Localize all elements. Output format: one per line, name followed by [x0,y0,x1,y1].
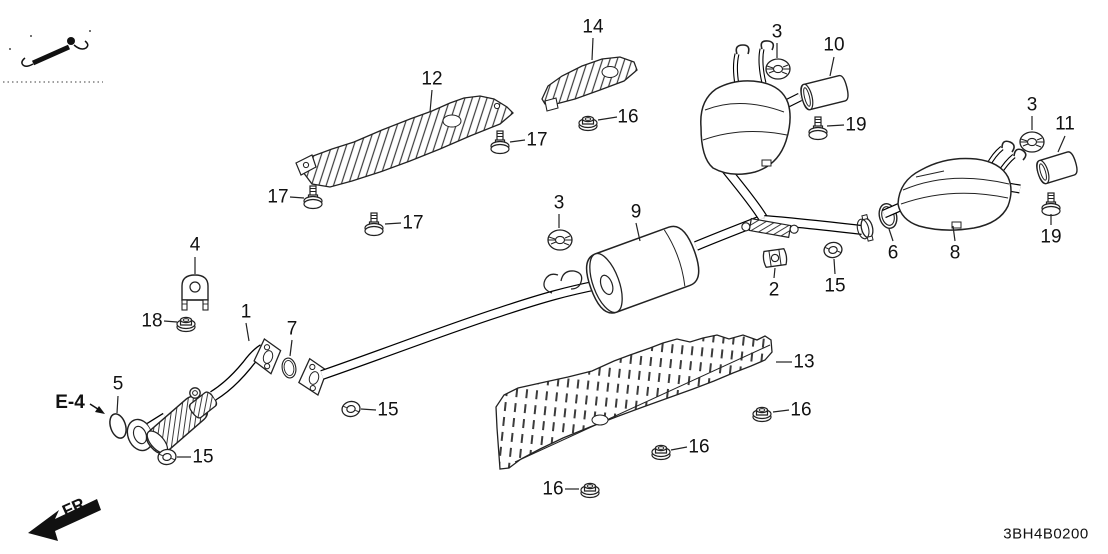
heat-shield-floor-upper [295,95,514,188]
self-lock-nut-15-mid [340,399,362,419]
callout-17[interactable]: 17 [526,129,548,151]
callout-16[interactable]: 16 [790,399,812,421]
rubber-mount-2 [761,247,789,269]
center-exhaust-pipe-assembly [298,164,874,397]
nut-16-rear-c [580,482,600,499]
callout-3[interactable]: 3 [553,192,565,214]
callout-14[interactable]: 14 [582,16,604,38]
callout-11[interactable]: 11 [1055,113,1075,135]
callout-8[interactable]: 8 [949,242,961,264]
callout-leader-lines [116,37,1066,490]
bolt-19-right [1041,192,1061,217]
center-muffler [585,225,700,314]
callout-19[interactable]: 19 [1040,226,1062,248]
self-lock-nut-15-right [821,240,845,260]
rubber-mount-3-right [1019,131,1045,153]
flex-collar [188,391,218,419]
callout-9[interactable]: 9 [630,201,642,223]
callout-1[interactable]: 1 [240,301,252,323]
mount-bracket-4 [181,274,209,311]
front-pipe-inlet-flange [126,418,154,452]
callout-5[interactable]: 5 [112,373,124,395]
callout-4[interactable]: 4 [189,234,201,256]
callout-16[interactable]: 16 [617,106,639,128]
diagram-code: 3BH4B0200 [1003,525,1089,543]
e4-arrow [89,403,105,414]
tailpipe-finisher-10 [800,74,849,111]
fr-direction-arrow [28,499,101,541]
bolt-17-left [303,185,323,210]
left-rear-muffler [700,40,803,175]
front-pipe-outlet-flange [253,338,282,375]
callout-16[interactable]: 16 [542,478,564,500]
callout-15[interactable]: 15 [824,275,846,297]
section-ref-label: E-4 [55,392,85,413]
heat-shield-floor-small [541,56,638,112]
nut-18 [176,316,196,333]
callout-12[interactable]: 12 [421,68,443,90]
bolt-19-top [808,116,828,141]
callout-3[interactable]: 3 [1026,94,1038,116]
mid-pipe-flange [298,357,328,397]
flange-gasket-5 [109,413,127,439]
bolt-17-top [490,130,510,155]
callout-10[interactable]: 10 [823,34,845,56]
nut-16-rear-a [752,406,772,423]
reference-thumbnail-sketch [3,30,103,83]
rubber-mount-3-mid [547,229,573,251]
callout-15[interactable]: 15 [377,399,399,421]
pipe-junction-bracket [741,217,799,239]
callout-6[interactable]: 6 [887,242,899,264]
callout-17[interactable]: 17 [402,212,424,234]
bolt-17-mid [364,212,384,237]
heat-shield-floor-rear [495,334,773,470]
front-exhaust-pipe [109,338,282,455]
callout-7[interactable]: 7 [286,318,298,340]
callout-17[interactable]: 17 [267,186,289,208]
nut-16-rear-b [651,444,671,461]
callout-13[interactable]: 13 [793,351,815,373]
gasket-7 [280,356,298,380]
right-rear-muffler [882,140,1027,231]
callout-2[interactable]: 2 [768,279,780,301]
rubber-mount-3-top [765,58,791,80]
callout-18[interactable]: 18 [141,310,163,332]
pipe-end-clamp [856,214,874,242]
callout-16[interactable]: 16 [688,436,710,458]
callout-3[interactable]: 3 [771,21,783,43]
nut-16-top [578,115,598,132]
tailpipe-finisher-11 [1036,151,1078,185]
callout-19[interactable]: 19 [845,114,867,136]
callout-15[interactable]: 15 [192,446,214,468]
